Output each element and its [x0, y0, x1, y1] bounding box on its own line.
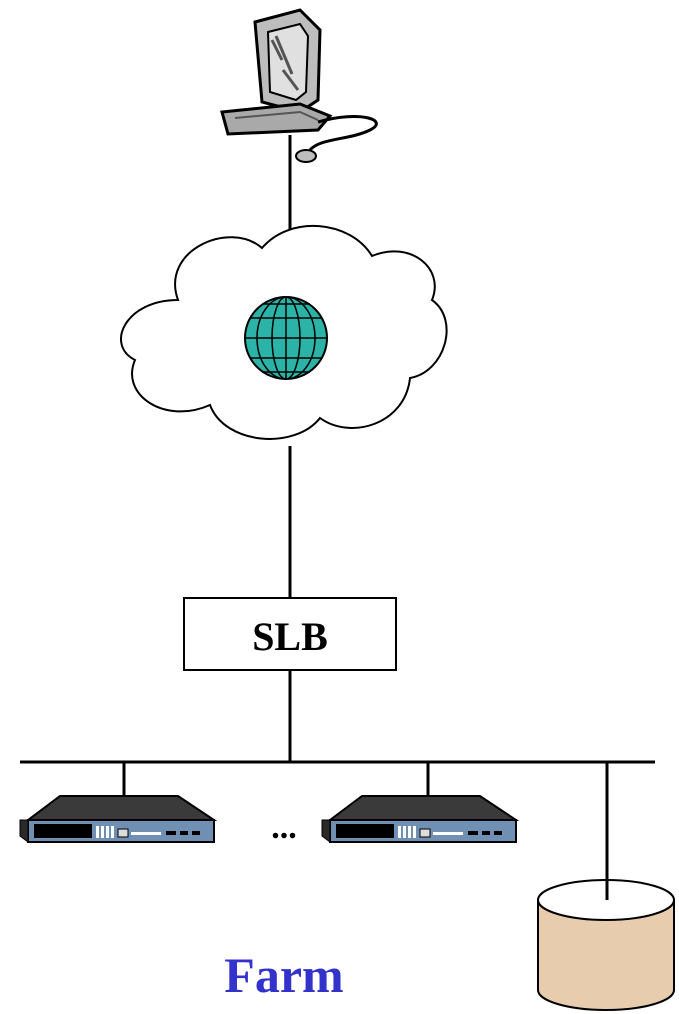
farm-label: Farm	[224, 947, 343, 1003]
internet-globe-icon	[244, 296, 328, 380]
slb-box: SLB	[183, 597, 397, 671]
server-icon	[19, 795, 218, 843]
database-icon	[537, 879, 675, 1011]
client-computer-icon	[220, 8, 378, 163]
slb-label: SLB	[252, 614, 328, 659]
servers-ellipsis: ...	[271, 809, 297, 846]
server-icon	[321, 795, 520, 843]
